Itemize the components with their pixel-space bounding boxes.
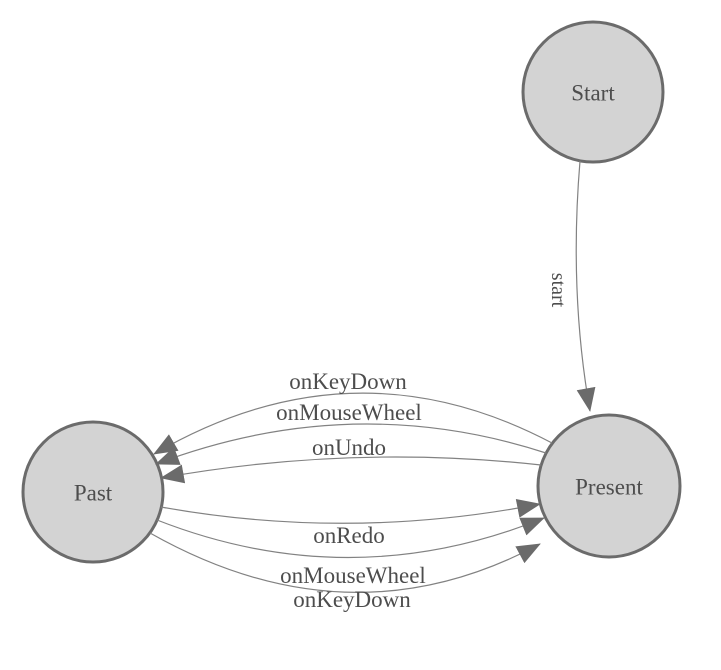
transition-present-to-past-onundo[interactable]: onUndo bbox=[160, 435, 542, 484]
transition-present-to-past-onmousewheel[interactable]: onMouseWheel bbox=[155, 400, 547, 465]
transition-label-past-to-present-onkeydown: onKeyDown bbox=[293, 587, 411, 612]
transition-past-to-present-onkeydown[interactable]: onKeyDown bbox=[149, 532, 541, 612]
transition-path-past-to-present-onredo[interactable] bbox=[160, 499, 541, 524]
transition-path-present-to-past-onkeydown[interactable] bbox=[153, 392, 553, 455]
transition-present-to-past-onkeydown[interactable]: onKeyDown bbox=[153, 369, 553, 455]
state-label-present: Present bbox=[575, 475, 643, 500]
transition-label-present-to-past-onkeydown: onKeyDown bbox=[289, 369, 407, 394]
transition-past-to-present-onredo[interactable]: onRedo bbox=[160, 499, 541, 548]
transition-label-present-to-past-onmousewheel: onMouseWheel bbox=[276, 400, 422, 425]
state-circle-past[interactable] bbox=[21, 420, 165, 564]
transition-label-past-to-present-onmousewheel: onMouseWheel bbox=[280, 563, 426, 588]
transition-path-present-to-past-onundo[interactable] bbox=[160, 456, 542, 484]
state-label-past: Past bbox=[74, 481, 113, 506]
transition-label-start-to-present: start bbox=[547, 273, 569, 308]
transition-path-start-to-present[interactable] bbox=[575, 160, 596, 412]
transition-start-to-present[interactable]: start bbox=[547, 160, 596, 412]
transition-past-to-present-onmousewheel[interactable]: onMouseWheel bbox=[156, 517, 545, 588]
state-circle-start[interactable] bbox=[521, 20, 665, 164]
transition-path-present-to-past-onmousewheel[interactable] bbox=[155, 423, 547, 465]
transition-path-past-to-present-onkeydown[interactable] bbox=[149, 532, 541, 593]
state-node-past[interactable]: Past bbox=[21, 420, 165, 564]
transition-label-past-to-present-onredo: onRedo bbox=[313, 523, 385, 548]
state-node-present[interactable]: Present bbox=[536, 413, 682, 559]
transition-path-past-to-present-onmousewheel[interactable] bbox=[156, 517, 545, 559]
state-circle-present[interactable] bbox=[536, 413, 682, 559]
transition-label-present-to-past-onundo: onUndo bbox=[312, 435, 386, 460]
edges-layer: startonKeyDownonMouseWheelonUndoonRedoon… bbox=[149, 160, 596, 612]
state-label-start: Start bbox=[571, 81, 615, 106]
state-node-start[interactable]: Start bbox=[521, 20, 665, 164]
